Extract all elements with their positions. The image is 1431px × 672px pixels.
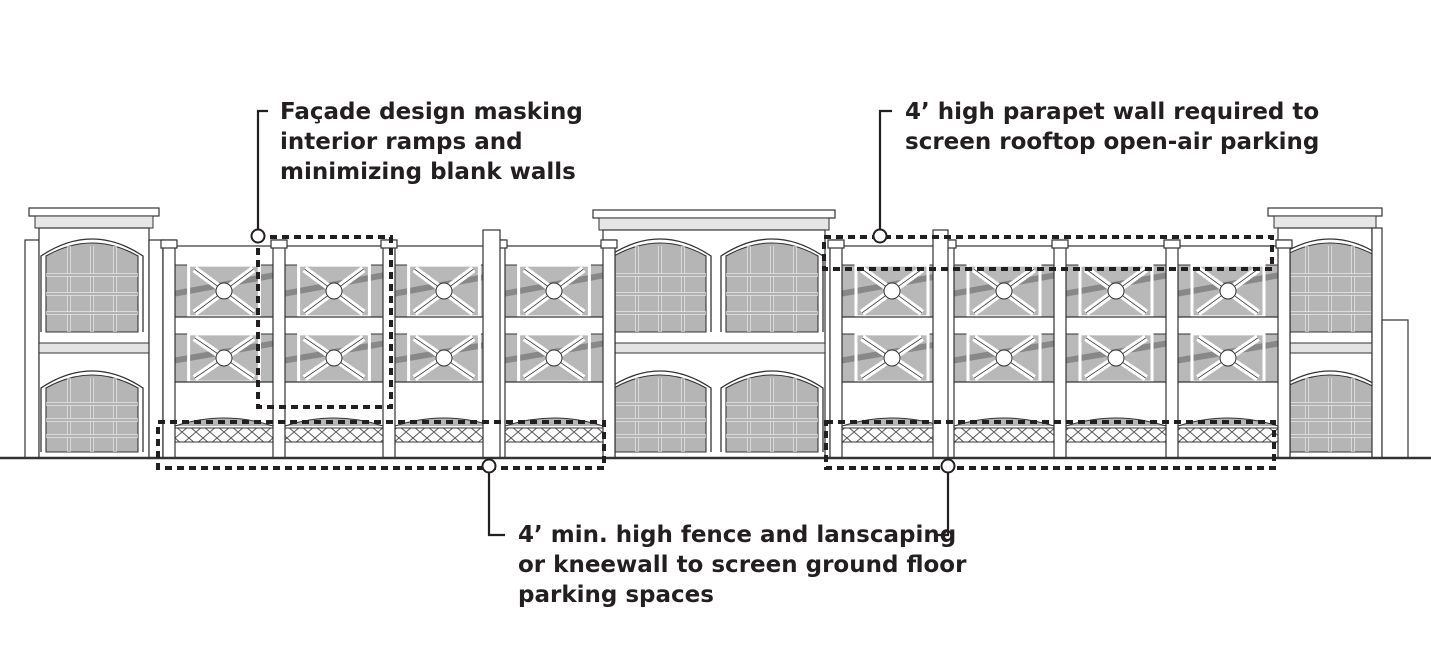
x-brace-bay	[841, 332, 943, 384]
parapet-callout-text: 4’ high parapet wall required to screen …	[905, 99, 1320, 155]
fence-leader-marker-right	[940, 458, 956, 474]
facade-leader-line	[256, 109, 268, 236]
x-brace-bay	[394, 332, 494, 384]
arched-window	[720, 370, 824, 453]
structural-column	[1053, 239, 1067, 459]
callout-overlays	[156, 109, 1276, 537]
x-brace-bay	[1177, 263, 1279, 319]
structural-column	[272, 239, 286, 459]
column-cap	[1051, 239, 1069, 249]
fence-leader-marker-left	[481, 458, 497, 474]
x-brace-bay	[1065, 263, 1167, 319]
arched-window	[608, 238, 712, 333]
structural-column	[1277, 239, 1291, 459]
fence-highlight-box-right	[824, 420, 1276, 470]
tower-pilaster	[1371, 227, 1383, 459]
x-brace-bay	[394, 263, 494, 319]
x-brace-bay	[953, 332, 1055, 384]
fence-leader-line-right	[934, 466, 950, 537]
column-cap	[827, 239, 845, 249]
parapet-leader-line	[878, 109, 892, 236]
fence-callout-text: 4’ min. high fence and lanscaping or kne…	[518, 522, 967, 608]
parapet-leader-marker	[872, 228, 888, 244]
x-brace-bay	[284, 263, 384, 319]
column-cap	[270, 239, 288, 249]
lattice-screen	[394, 417, 494, 443]
arched-window	[608, 370, 712, 453]
facade-leader-marker	[250, 228, 266, 244]
x-brace-bay	[1177, 332, 1279, 384]
x-brace-bay	[841, 263, 943, 319]
x-brace-bay	[1065, 332, 1167, 384]
arched-window	[1278, 370, 1382, 453]
facade-callout-text: Façade design masking interior ramps and…	[280, 99, 583, 185]
tower-pilaster	[24, 239, 40, 459]
x-brace-bay	[953, 263, 1055, 319]
column-cap	[1275, 239, 1293, 249]
side-wing	[1381, 319, 1409, 459]
x-brace-bay	[284, 332, 384, 384]
facade-highlight-box	[256, 235, 393, 409]
arched-window	[40, 370, 144, 453]
structural-column	[829, 239, 843, 459]
structural-column	[1165, 239, 1179, 459]
arched-window	[40, 238, 144, 333]
arched-window	[1278, 238, 1382, 333]
column-cap	[1163, 239, 1181, 249]
x-brace-bay	[504, 332, 604, 384]
fence-highlight-box-left	[156, 420, 606, 470]
tower-pilaster	[148, 239, 164, 459]
lattice-screen	[953, 417, 1055, 443]
column-cap	[600, 239, 618, 249]
x-brace-bay	[504, 263, 604, 319]
structural-column	[162, 239, 176, 459]
fence-leader-line-left	[487, 466, 505, 537]
facade-drawing	[0, 207, 1431, 460]
column-cap	[160, 239, 178, 249]
arched-window	[720, 238, 824, 333]
